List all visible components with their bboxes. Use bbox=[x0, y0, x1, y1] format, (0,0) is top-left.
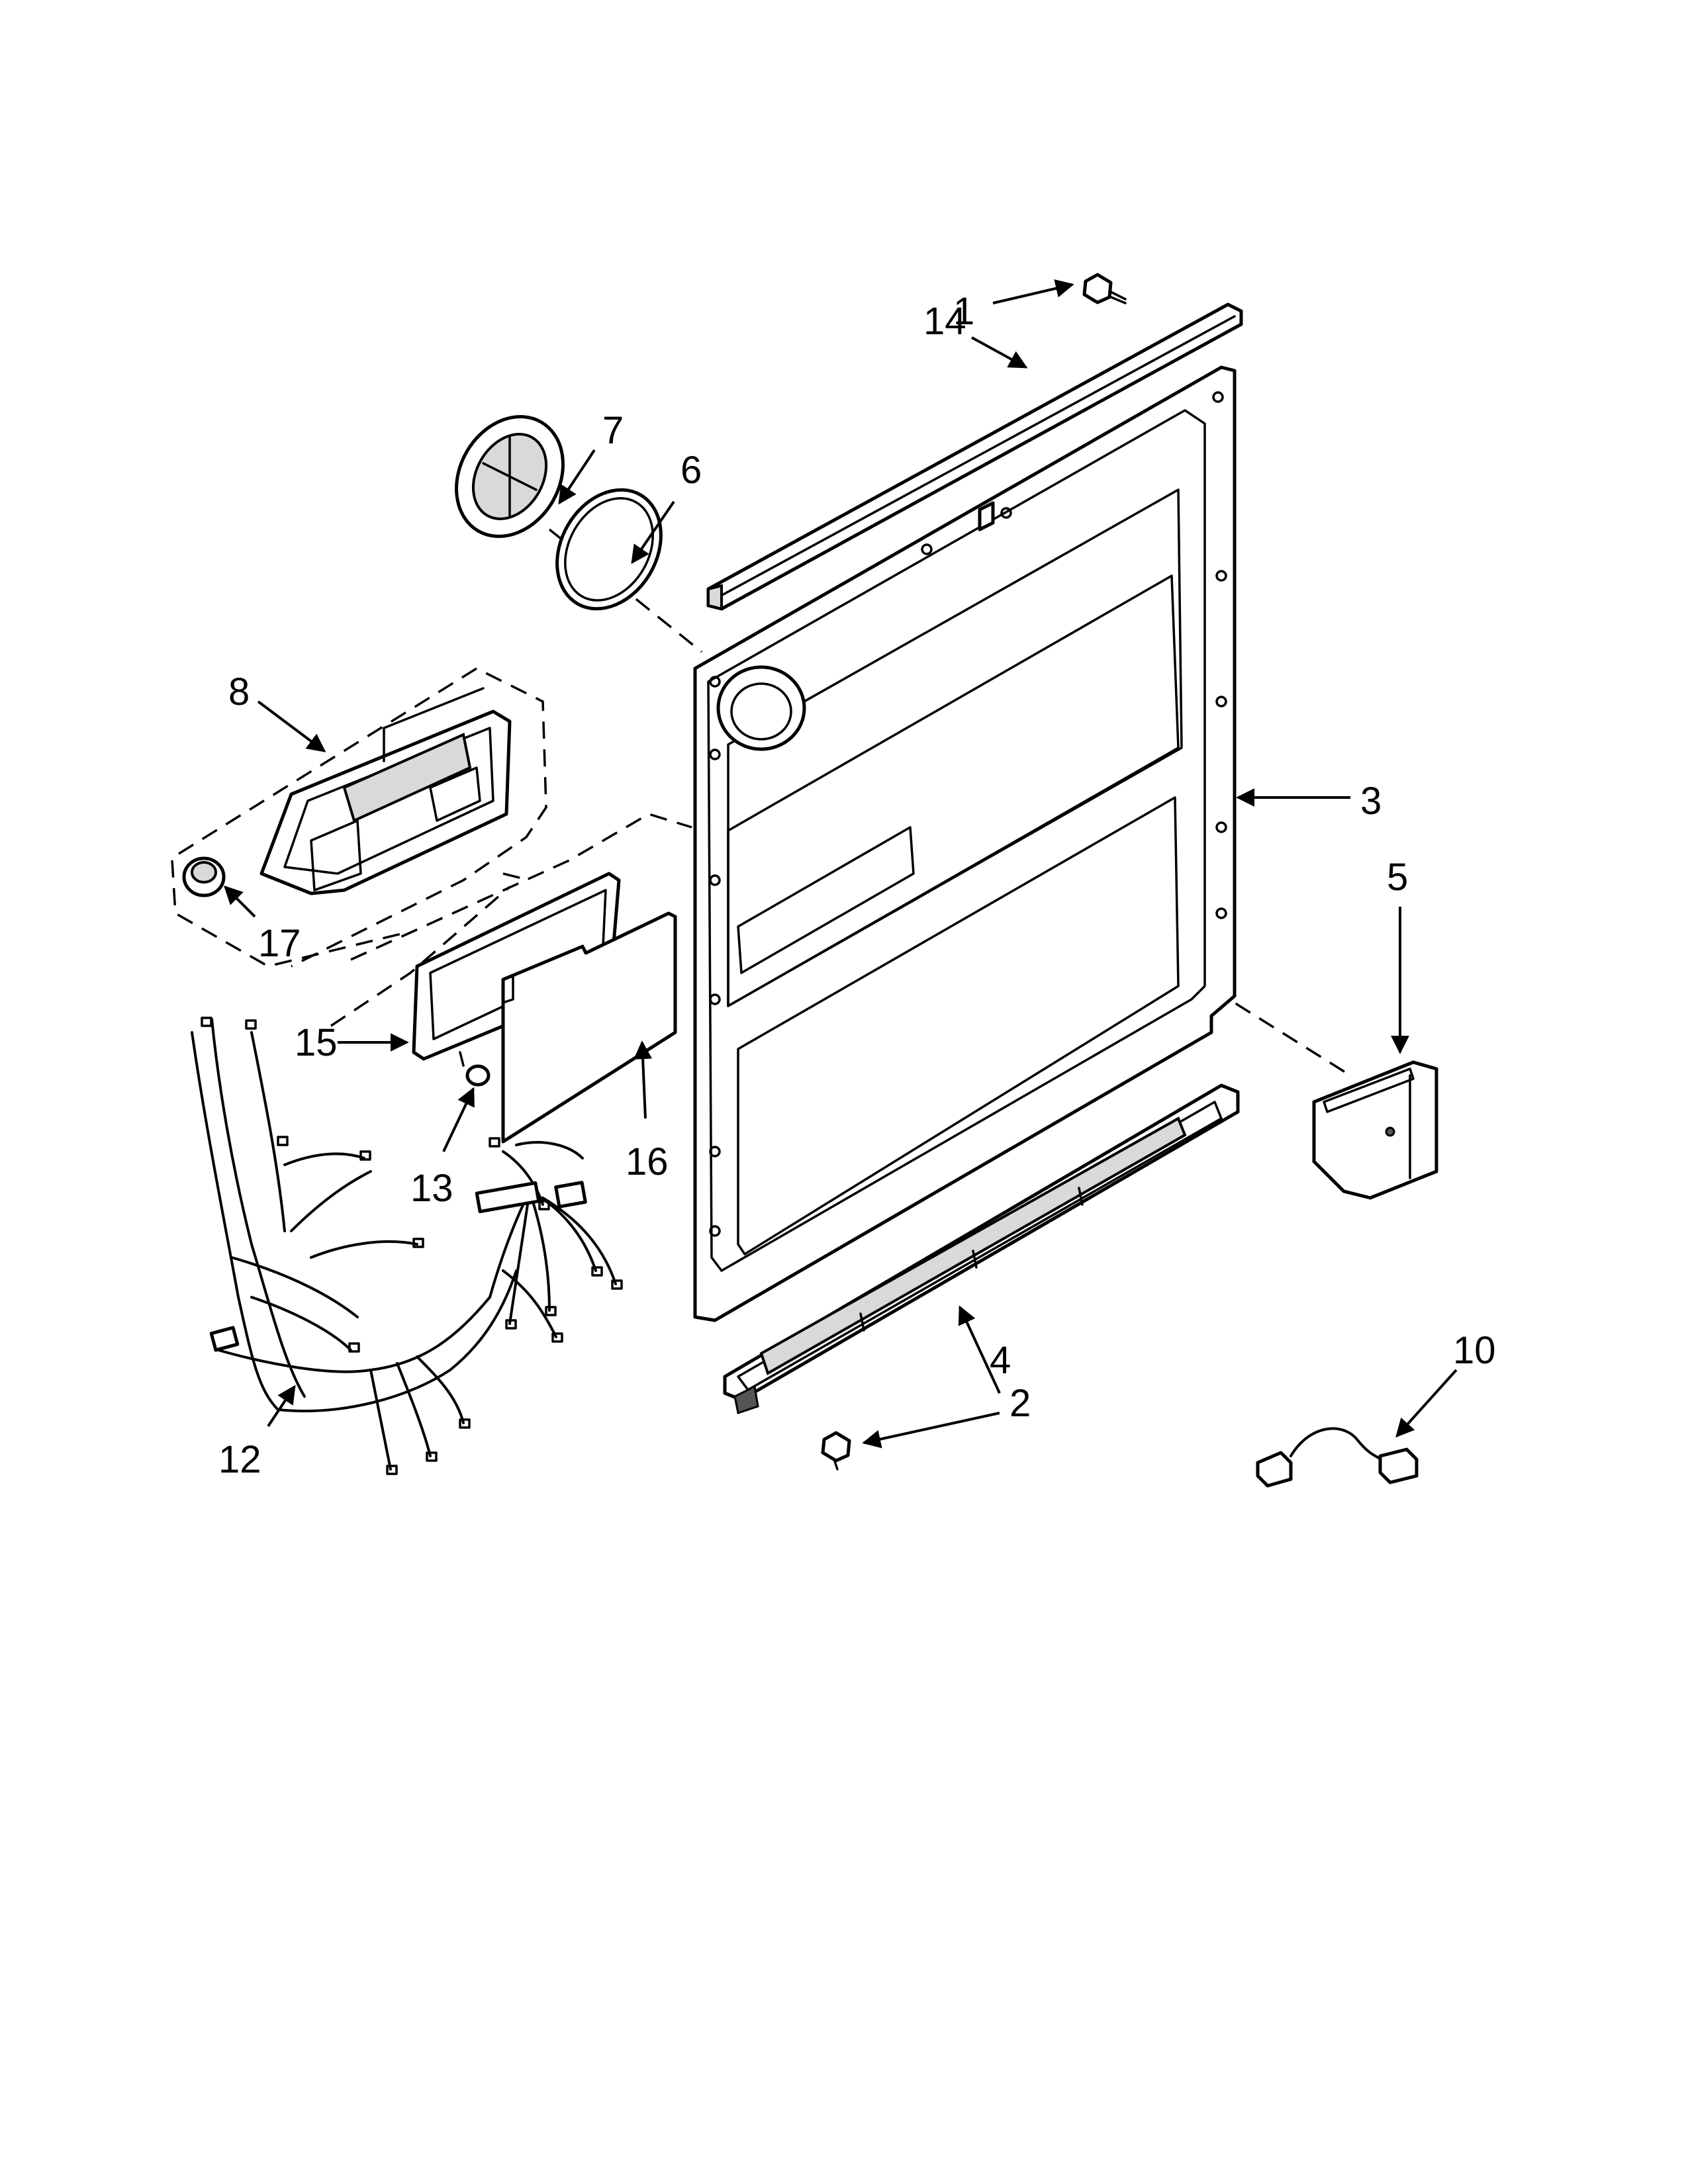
callout-1: 1 bbox=[953, 290, 974, 333]
frame-screws bbox=[709, 391, 1227, 1237]
callout-4: 4 bbox=[990, 1339, 1011, 1382]
part-8-dispenser bbox=[259, 687, 512, 895]
callout-8: 8 bbox=[228, 670, 250, 713]
part-13-screw bbox=[459, 1051, 491, 1087]
callout-13: 13 bbox=[410, 1167, 453, 1210]
leader-lines bbox=[224, 279, 1458, 1449]
callout-5: 5 bbox=[1387, 856, 1408, 899]
part-12-harness bbox=[191, 1017, 623, 1475]
callout-labels: 1 14 7 6 8 3 5 17 15 13 16 4 2 10 12 bbox=[218, 290, 1496, 1481]
part-16-board bbox=[501, 911, 677, 1144]
part-7-vent bbox=[455, 415, 565, 538]
callout-12: 12 bbox=[218, 1438, 261, 1481]
callout-16: 16 bbox=[626, 1140, 669, 1183]
part-14-top-trim bbox=[706, 302, 1243, 611]
callout-7: 7 bbox=[602, 409, 624, 452]
callout-6: 6 bbox=[680, 449, 702, 492]
part-1-screw bbox=[1082, 273, 1127, 304]
part-4-bottom-strip bbox=[723, 1083, 1240, 1414]
callout-17: 17 bbox=[258, 922, 301, 965]
part-6-gasket bbox=[555, 488, 663, 611]
callout-15: 15 bbox=[295, 1021, 338, 1064]
callout-2: 2 bbox=[1009, 1382, 1031, 1425]
part-3-door-frame bbox=[693, 365, 1237, 1322]
callout-10: 10 bbox=[1453, 1329, 1496, 1372]
harness-connectors bbox=[201, 1017, 623, 1475]
callout-14: 14 bbox=[923, 300, 966, 343]
part-2-screw bbox=[821, 1431, 851, 1471]
part-10-harness bbox=[1256, 1427, 1419, 1488]
callout-3: 3 bbox=[1360, 780, 1382, 823]
part-5-bracket bbox=[1312, 1060, 1438, 1200]
part-17-knob bbox=[182, 856, 226, 897]
